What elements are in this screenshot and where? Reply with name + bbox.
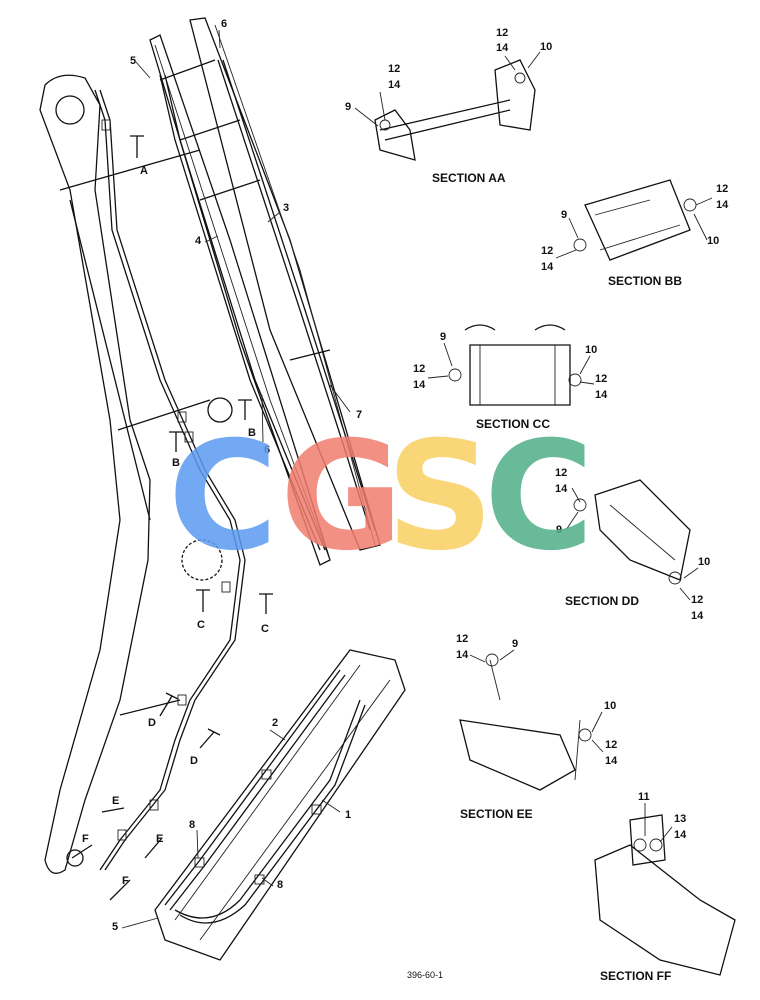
aa-callout-12b: 12 (496, 27, 508, 39)
section-aa-label: SECTION AA (432, 171, 506, 185)
watermark-letter-2: G (280, 410, 403, 584)
dd-callout-14: 14 (555, 483, 568, 495)
view-arrow-b2: B (172, 457, 180, 469)
ff-callout-13: 13 (674, 813, 686, 825)
callout-6-mid: 6 (264, 444, 270, 456)
ee-callout-10: 10 (604, 700, 616, 712)
stick-outline (149, 17, 381, 566)
callout-6-top: 6 (221, 18, 227, 30)
callout-5-bottom: 5 (112, 921, 118, 933)
bb-callout-14: 14 (541, 261, 554, 273)
figure-reference: 396-60-1 (407, 970, 443, 980)
aa-callout-14: 14 (388, 79, 401, 91)
aa-callout-9: 9 (345, 101, 351, 113)
dd-callout-9: 9 (556, 524, 562, 536)
view-arrow-e1: E (112, 795, 119, 807)
ee-callout-9: 9 (512, 638, 518, 650)
callout-7: 7 (356, 409, 362, 421)
callout-2: 2 (272, 717, 278, 729)
callout-1: 1 (345, 809, 351, 821)
section-bb-drawing (573, 179, 697, 261)
callout-8-bottom: 8 (277, 879, 283, 891)
cc-callout-10: 10 (585, 344, 597, 356)
callout-4: 4 (195, 235, 202, 247)
view-arrow-f1: F (82, 833, 89, 845)
section-cc-drawing (448, 324, 582, 406)
bb-callout-9: 9 (561, 209, 567, 221)
ee-callout-12: 12 (456, 633, 468, 645)
dd-callout-12b: 12 (691, 594, 703, 606)
callout-8-top: 8 (189, 819, 195, 831)
dd-callout-14b: 14 (691, 610, 704, 622)
lower-detail-view (154, 649, 406, 961)
hose-routing-boom (94, 89, 246, 871)
ff-callout-11: 11 (638, 791, 650, 803)
view-arrows: A B B C C D D E E F F (71, 135, 273, 901)
ee-callout-14: 14 (456, 649, 469, 661)
dd-callout-12: 12 (555, 467, 567, 479)
bb-callout-14b: 14 (716, 199, 729, 211)
section-dd-label: SECTION DD (565, 594, 639, 608)
section-cc-label: SECTION CC (476, 417, 550, 431)
view-arrow-d2: D (190, 755, 198, 767)
section-ee-drawing (459, 653, 592, 791)
section-bb-label: SECTION BB (608, 274, 682, 288)
view-arrow-a: A (140, 165, 148, 177)
ee-callout-14b: 14 (605, 755, 618, 767)
section-ee-label: SECTION EE (460, 807, 533, 821)
callout-3: 3 (283, 202, 289, 214)
callouts-sections: 12 14 9 12 14 10 9 12 14 12 14 10 9 12 1… (345, 27, 729, 841)
aa-callout-14b: 14 (496, 42, 509, 54)
section-ff-drawing (594, 814, 736, 976)
view-arrow-b1: B (248, 427, 256, 439)
ee-callout-12b: 12 (605, 739, 617, 751)
watermark: C G S C (168, 410, 594, 584)
view-arrow-d1: D (148, 717, 156, 729)
dd-callout-10: 10 (698, 556, 710, 568)
bb-callout-12: 12 (541, 245, 553, 257)
callout-5-top: 5 (130, 55, 136, 67)
section-aa-drawing (374, 59, 536, 161)
bb-callout-10: 10 (707, 235, 719, 247)
cc-callout-9: 9 (440, 331, 446, 343)
view-arrow-e2: E (156, 833, 163, 845)
section-dd-drawing (573, 479, 691, 585)
cc-callout-12: 12 (413, 363, 425, 375)
view-arrow-c1: C (197, 619, 205, 631)
watermark-letter-4: C (484, 410, 594, 584)
view-arrow-c2: C (261, 623, 269, 635)
ff-callout-14: 14 (674, 829, 687, 841)
bb-callout-12b: 12 (716, 183, 728, 195)
watermark-letter-1: C (168, 410, 278, 584)
cc-callout-14: 14 (413, 379, 426, 391)
cc-callout-12b: 12 (595, 373, 607, 385)
view-arrow-f2: F (122, 875, 129, 887)
leader-lines (121, 29, 713, 929)
section-ff-label: SECTION FF (600, 969, 671, 983)
aa-callout-10: 10 (540, 41, 552, 53)
boom-outline (39, 74, 233, 874)
cc-callout-14b: 14 (595, 389, 608, 401)
aa-callout-12: 12 (388, 63, 400, 75)
watermark-letter-3: S (386, 410, 494, 584)
callouts-main: 1 2 3 4 5 5 6 6 7 8 8 (112, 18, 362, 933)
